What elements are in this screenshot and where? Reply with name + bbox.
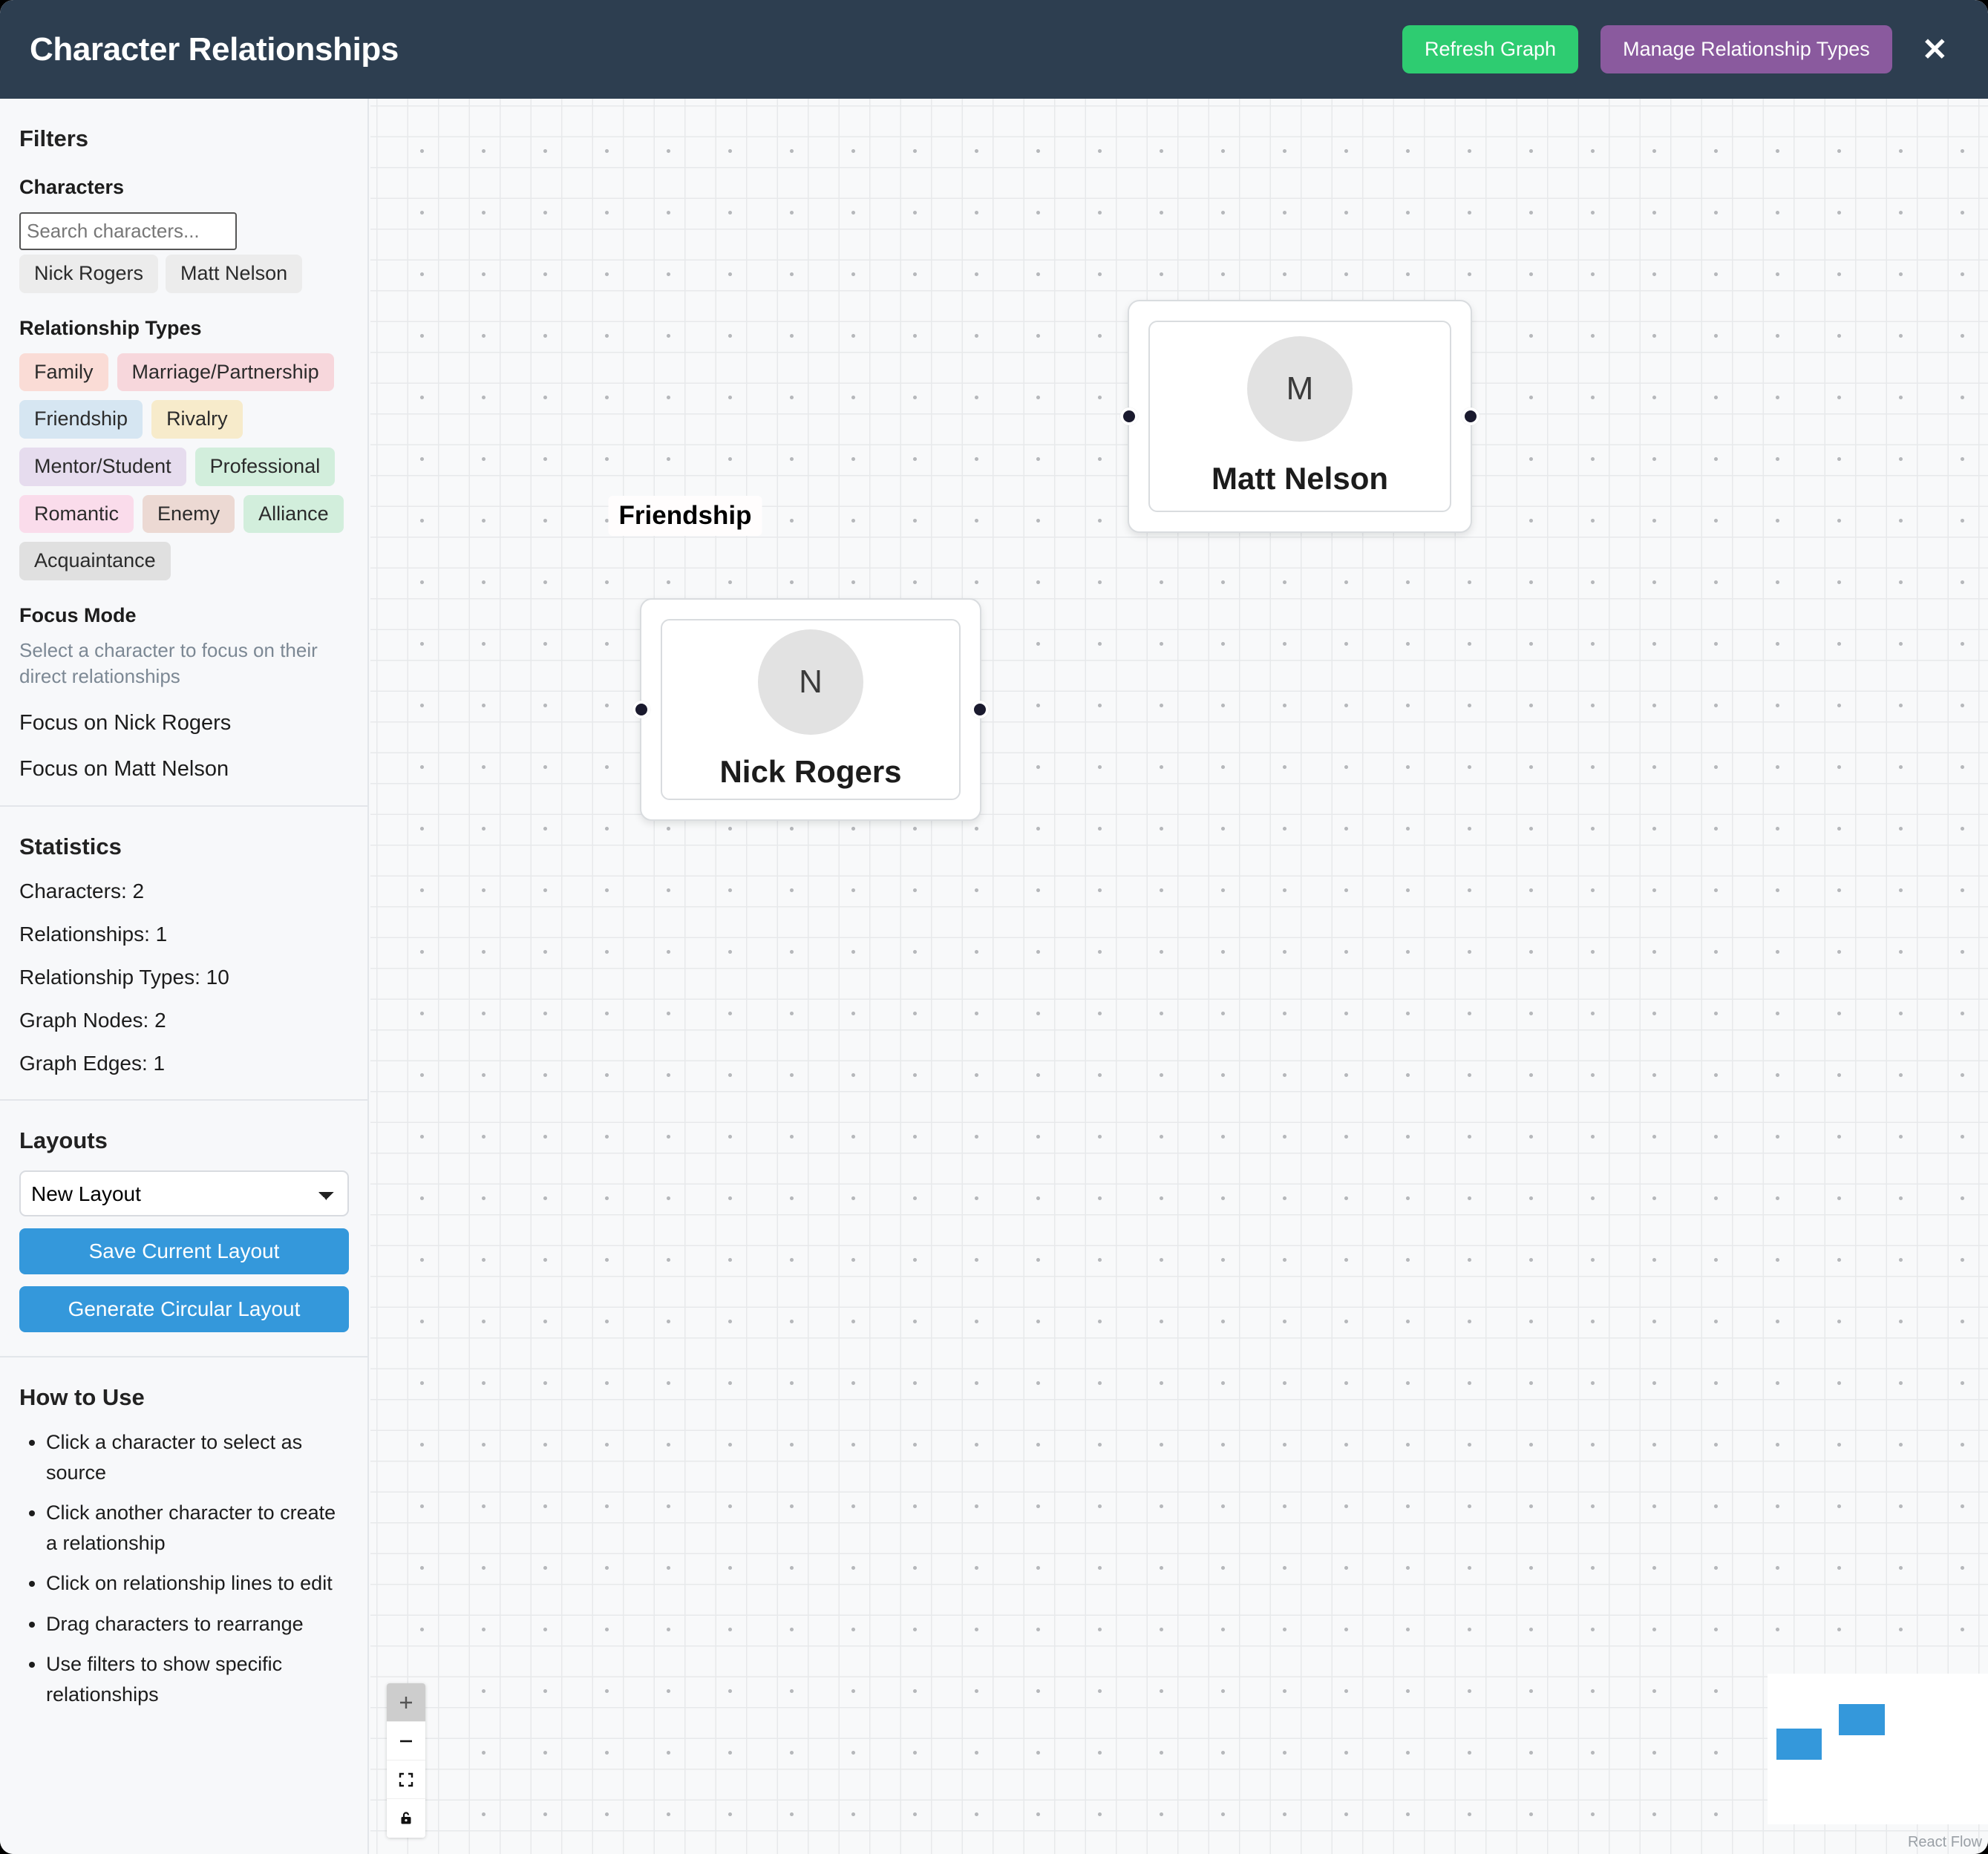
zoom-out-icon[interactable] (387, 1722, 425, 1760)
relationship-type-enemy[interactable]: Enemy (143, 494, 235, 534)
refresh-graph-button[interactable]: Refresh Graph (1402, 25, 1579, 73)
stat-relationship-types: Relationship Types: 10 (19, 966, 229, 989)
avatar: N (758, 629, 863, 735)
statistics-heading: Statistics (19, 833, 122, 860)
graph-node-matt-nelson[interactable]: M Matt Nelson (1120, 300, 1479, 533)
edge-label-friendship[interactable]: Friendship (608, 496, 762, 536)
relationship-type-rivalry[interactable]: Rivalry (151, 400, 243, 439)
save-current-layout-button[interactable]: Save Current Layout (19, 1228, 349, 1275)
sidebar-divider-layouts (0, 1099, 367, 1101)
graph-controls (387, 1683, 425, 1838)
character-chip-matt-nelson[interactable]: Matt Nelson (166, 255, 303, 293)
focus-mode-heading: Focus Mode (19, 604, 137, 627)
how-to-use-list: Click a character to select as source Cl… (19, 1427, 348, 1709)
focus-mode-description: Select a character to focus on their dir… (19, 639, 318, 688)
node-card-inner: N Nick Rogers (661, 619, 961, 800)
relationship-types-heading: Relationship Types (19, 316, 202, 339)
list-item: Click on relationship lines to edit (46, 1568, 348, 1599)
search-input[interactable] (19, 212, 237, 250)
stat-graph-nodes: Graph Nodes: 2 (19, 1009, 166, 1032)
relationship-type-family[interactable]: Family (19, 353, 108, 392)
how-to-use-heading: How to Use (19, 1384, 145, 1411)
node-card-inner: M Matt Nelson (1148, 321, 1451, 512)
stat-characters: Characters: 2 (19, 879, 145, 903)
node-label: Nick Rogers (719, 754, 902, 789)
filters-heading: Filters (19, 125, 89, 151)
list-item: Click a character to select as source (46, 1427, 348, 1487)
relationship-type-mentor-student[interactable]: Mentor/Student (19, 448, 186, 486)
relationship-type-friendship[interactable]: Friendship (19, 400, 143, 439)
list-item: Drag characters to rearrange (46, 1609, 348, 1640)
node-handle-left[interactable] (632, 701, 650, 718)
generate-circular-layout-button[interactable]: Generate Circular Layout (19, 1286, 349, 1333)
sidebar: Filters Characters Nick Rogers Matt Nels… (0, 99, 369, 1854)
close-icon[interactable]: ✕ (1915, 33, 1955, 65)
relationship-type-marriage[interactable]: Marriage/Partnership (117, 353, 334, 392)
focus-on-matt-nelson-button[interactable]: Focus on Matt Nelson (19, 757, 229, 782)
minimap-node (1839, 1704, 1885, 1735)
character-chip-nick-rogers[interactable]: Nick Rogers (19, 255, 159, 293)
graph-minimap[interactable] (1768, 1674, 1988, 1824)
fit-view-icon[interactable] (387, 1760, 425, 1799)
stat-graph-edges: Graph Edges: 1 (19, 1052, 166, 1075)
react-flow-attribution[interactable]: React Flow (1907, 1834, 1982, 1850)
graph-node-nick-rogers[interactable]: N Nick Rogers (632, 598, 989, 821)
character-chip-list: Nick Rogers Matt Nelson (19, 255, 348, 293)
list-item: Use filters to show specific relationshi… (46, 1649, 348, 1709)
relationship-type-chip-list: Family Marriage/Partnership Friendship R… (19, 353, 348, 581)
list-item: Click another character to create a rela… (46, 1498, 348, 1558)
minimap-node (1776, 1729, 1822, 1760)
header-actions: Refresh Graph Manage Relationship Types … (1402, 25, 1955, 73)
characters-heading: Characters (19, 176, 125, 198)
layout-select[interactable]: New Layout (19, 1170, 349, 1217)
manage-relationship-types-button[interactable]: Manage Relationship Types (1600, 25, 1892, 73)
layouts-heading: Layouts (19, 1127, 108, 1154)
page-title: Character Relationships (30, 30, 399, 68)
relationship-type-romantic[interactable]: Romantic (19, 494, 134, 534)
relationship-type-alliance[interactable]: Alliance (243, 494, 344, 534)
relationship-type-acquaintance[interactable]: Acquaintance (19, 542, 171, 581)
graph-canvas[interactable]: N Nick Rogers M Matt Nelson Friendship (370, 99, 1988, 1854)
node-handle-right[interactable] (1462, 407, 1479, 425)
zoom-in-icon[interactable] (387, 1683, 425, 1722)
lock-icon[interactable] (387, 1799, 425, 1838)
stat-relationships: Relationships: 1 (19, 923, 168, 946)
sidebar-divider-statistics (0, 805, 367, 808)
sidebar-divider-howto (0, 1356, 367, 1358)
node-handle-left[interactable] (1120, 407, 1138, 425)
window-header: Character Relationships Refresh Graph Ma… (0, 0, 1988, 99)
node-label: Matt Nelson (1211, 461, 1388, 496)
node-handle-right[interactable] (971, 701, 989, 718)
edge-layer (370, 99, 593, 210)
avatar: M (1247, 336, 1353, 442)
focus-on-nick-rogers-button[interactable]: Focus on Nick Rogers (19, 711, 232, 736)
relationship-type-professional[interactable]: Professional (194, 448, 336, 486)
